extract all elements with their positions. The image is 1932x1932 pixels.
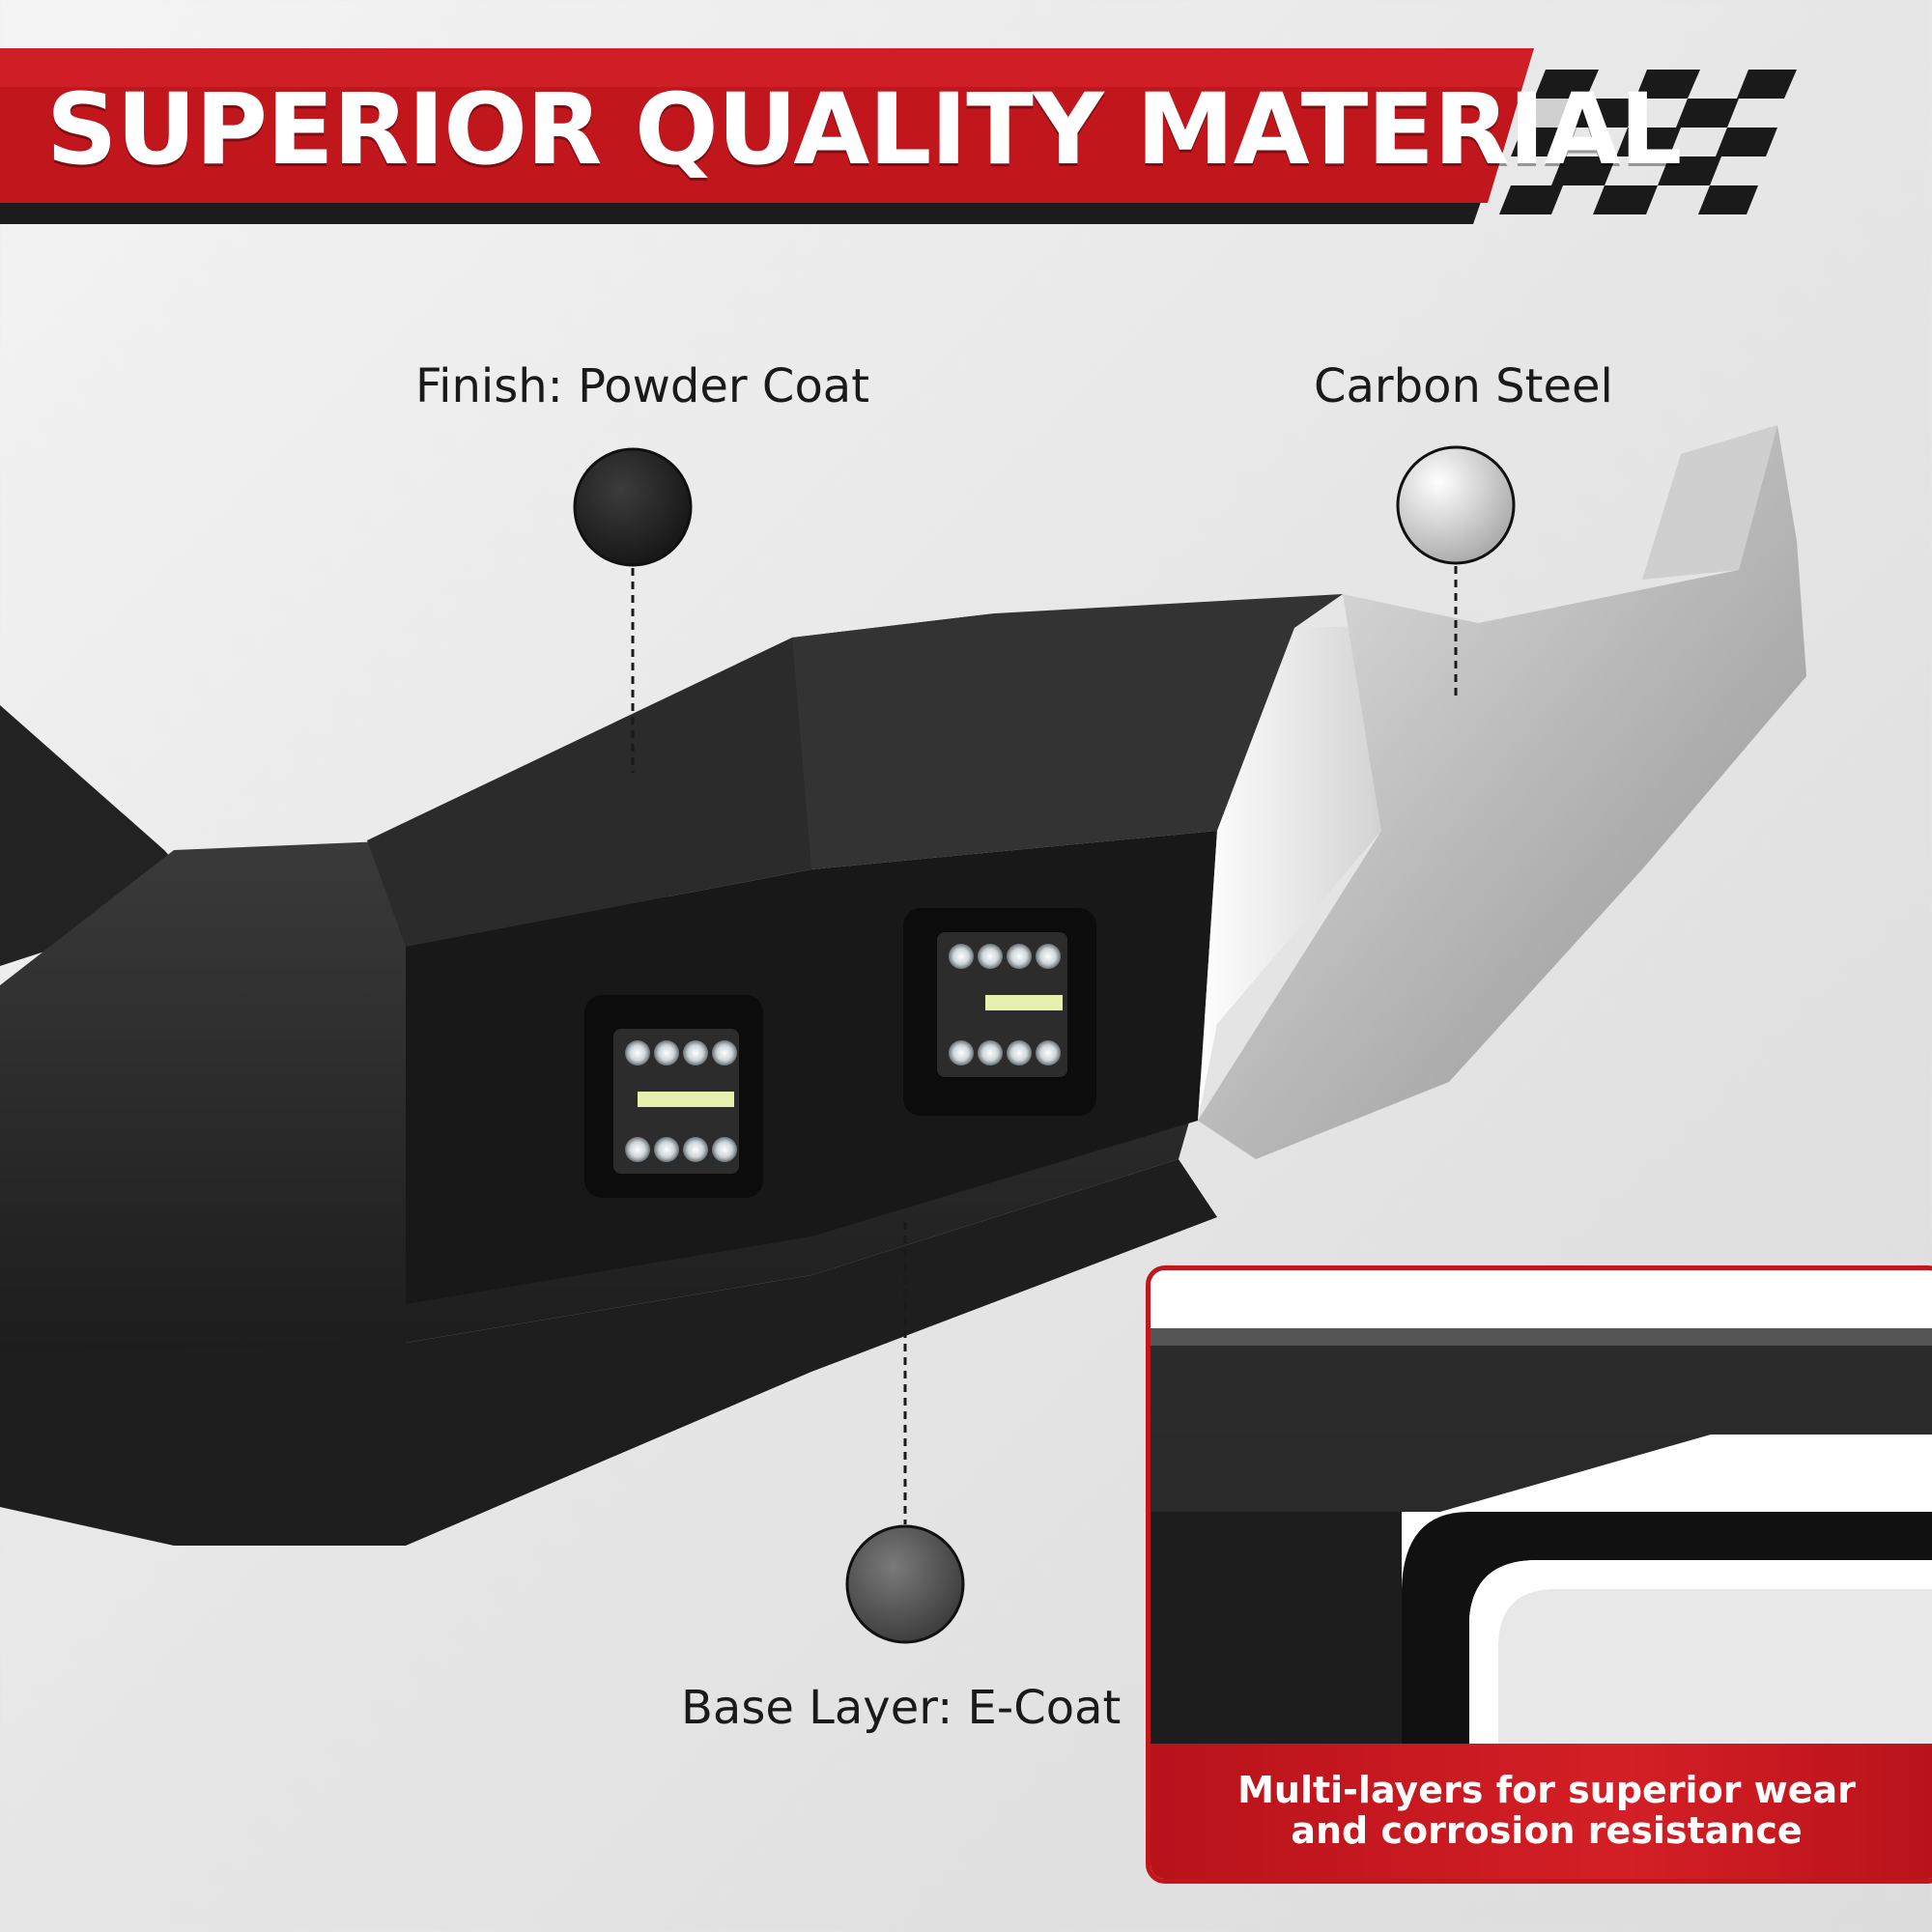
finish-label: Finish: Powder Coat <box>415 359 870 413</box>
steel-label: Carbon Steel <box>1314 359 1613 413</box>
header-banner <box>0 48 1534 224</box>
layers-closeup-image <box>1151 1270 1932 1753</box>
caption-line-2: and corrosion resistance <box>1291 1809 1803 1852</box>
caption-line-1: Multi-layers for superior wear <box>1237 1769 1856 1812</box>
textured-black-swatch <box>573 447 693 567</box>
material-layers-inset: Multi-layers for superior wear and corro… <box>1146 1265 1932 1884</box>
silver-steel-swatch <box>1396 445 1516 565</box>
base-label: Base Layer: E-Coat <box>681 1681 1122 1735</box>
page-title: SUPERIOR QUALITY MATERIAL <box>46 72 1682 187</box>
inset-caption: Multi-layers for superior wear and corro… <box>1151 1744 1932 1879</box>
checkered-flag-icon <box>1499 70 1797 214</box>
led-light-pod-left <box>584 995 763 1198</box>
led-light-pod-right <box>903 908 1096 1116</box>
gray-ecoat-swatch <box>845 1524 965 1644</box>
